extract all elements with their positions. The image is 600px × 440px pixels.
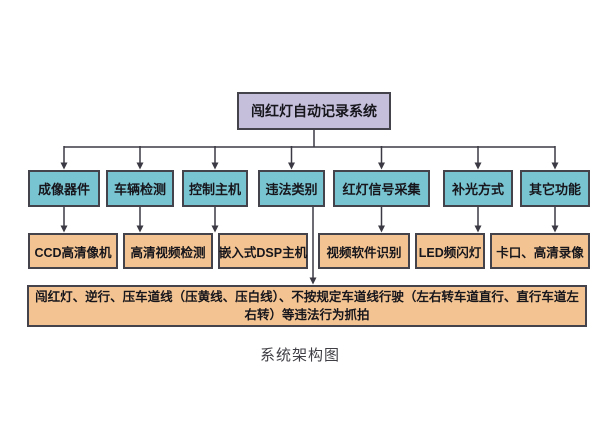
category-vehicle-detection: 车辆检测: [106, 170, 174, 207]
violation-note-box: 闯红灯、逆行、压车道线（压黄线、压白线）、不按规定车道线行驶（左右转车道直行、直…: [27, 285, 587, 327]
category-redlight-signal-collection: 红灯信号采集: [333, 170, 430, 207]
detail-ccd-hd-camera: CCD高清像机: [28, 233, 118, 269]
violation-note-text: 闯红灯、逆行、压车道线（压黄线、压白线）、不按规定车道线行驶（左右转车道直行、直…: [35, 290, 579, 322]
detail-embedded-dsp-host: 嵌入式DSP主机: [218, 233, 308, 269]
detail-label: LED频闪灯: [418, 245, 482, 260]
category-label: 红灯信号采集: [342, 182, 421, 197]
detail-label: 视频软件识别: [326, 245, 402, 260]
category-label: 违法类别: [265, 182, 318, 197]
detail-hd-video-detection: 高清视频检测: [123, 233, 213, 269]
category-other-functions: 其它功能: [520, 170, 590, 207]
detail-label: 卡口、高清录像: [496, 245, 584, 260]
detail-led-strobe-light: LED频闪灯: [415, 233, 485, 269]
category-violation-type: 违法类别: [258, 170, 325, 207]
detail-video-software-recognition: 视频软件识别: [318, 233, 410, 269]
category-fill-light-mode: 补光方式: [443, 170, 513, 207]
category-label: 控制主机: [188, 182, 241, 197]
category-control-host: 控制主机: [182, 170, 248, 207]
detail-label: 嵌入式DSP主机: [218, 245, 308, 260]
category-imaging-device: 成像器件: [28, 170, 100, 207]
category-label: 车辆检测: [113, 182, 166, 197]
category-label: 其它功能: [528, 182, 581, 197]
detail-checkpoint-hd-recording: 卡口、高清录像: [490, 233, 590, 269]
root-box: 闯红灯自动记录系统: [237, 92, 391, 130]
category-label: 补光方式: [451, 182, 504, 197]
category-label: 成像器件: [37, 182, 90, 197]
detail-label: CCD高清像机: [34, 245, 112, 260]
root-label: 闯红灯自动记录系统: [251, 103, 377, 119]
diagram-caption: 系统架构图: [259, 347, 340, 364]
detail-label: 高清视频检测: [130, 245, 206, 260]
